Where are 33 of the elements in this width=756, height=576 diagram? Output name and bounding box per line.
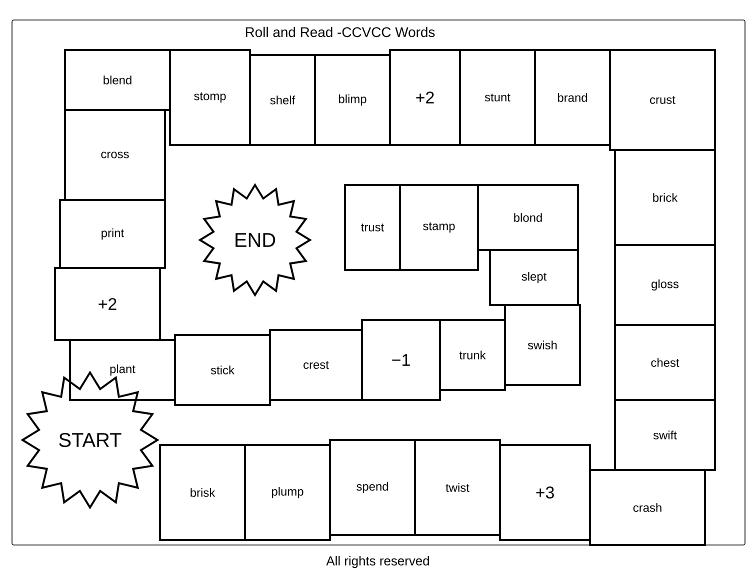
board-space: spend xyxy=(329,439,416,536)
title: Roll and Read -CCVCC Words xyxy=(246,26,435,38)
board-space: gloss xyxy=(614,244,716,326)
board-space: print xyxy=(59,199,166,269)
board-space: blend xyxy=(64,49,171,111)
board-space: +3 xyxy=(499,444,591,541)
board-space: stomp xyxy=(169,49,251,146)
board-space: trunk xyxy=(439,319,506,391)
board-space: trust xyxy=(344,184,401,271)
board-space: blond xyxy=(477,184,579,251)
board-space: brisk xyxy=(159,444,246,541)
board-space: blimp xyxy=(314,54,391,146)
board-space: brand xyxy=(534,49,611,146)
board-space: crest xyxy=(269,329,363,401)
board-space: −1 xyxy=(361,319,441,401)
board-space: plant xyxy=(69,339,176,401)
board-space: stunt xyxy=(459,49,536,146)
board-space: cross xyxy=(64,109,166,201)
board-space: swish xyxy=(504,304,581,386)
board-space: plump xyxy=(244,444,331,541)
board-space: crash xyxy=(589,469,706,546)
board-space: brick xyxy=(614,149,716,246)
copyright-note: All rights reserved xyxy=(326,556,429,568)
board-space: swift xyxy=(614,399,716,471)
board-space: stick xyxy=(174,334,271,406)
board-space: slept xyxy=(489,249,579,306)
board-space: +2 xyxy=(54,267,161,341)
board-space: chest xyxy=(614,324,716,401)
board-space: crust xyxy=(609,49,716,151)
board-space: twist xyxy=(414,439,501,536)
board-space: shelf xyxy=(249,54,316,146)
board-space: stamp xyxy=(399,184,479,271)
board-space: +2 xyxy=(389,49,461,146)
